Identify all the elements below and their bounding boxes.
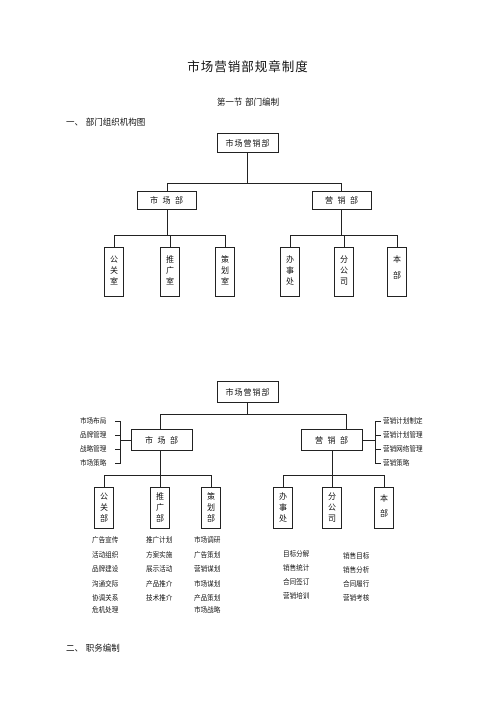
chart1-subsidiary-box: 分公司 [334,247,354,297]
section-title: 第一节 部门编制 [216,98,280,108]
chart2-root-box: 市场营销部 [217,381,279,403]
chart1-sales-dept-box: 营 销 部 [312,191,372,210]
document-title: 市场营销部规章制度 [187,59,309,74]
duty-brand-management: 品牌管理 [80,431,107,439]
duty-list-pr: 广告宣传活动组织品牌建设沟通交际协调关系危机处理 [92,536,119,614]
duty-sales-network-management: 营销网络管理 [383,445,423,453]
duty-sales-plan-management: 营销计划管理 [383,431,423,439]
chart1-promotion-office-box: 推广室 [160,247,180,297]
chart1-market-dept-box: 市 场 部 [137,191,197,210]
chart1-planning-office-box: 策划室 [215,247,235,297]
duty-list-branch-office: 目标分解销售统计合同签订营销培训 [283,550,310,600]
chart1-pr-office-box: 公关室 [104,247,124,297]
chart2-subsidiary-box: 分公司 [322,487,342,529]
chart2-sales-dept-box: 营 销 部 [301,429,363,451]
chart2-market-dept-box: 市 场 部 [131,429,193,451]
chart2-planning-dept-box: 策划部 [201,487,221,529]
chart1-root-box: 市场营销部 [217,133,279,153]
chart1-headquarters-box: 本部 [387,247,407,297]
duty-list-planning: 市场调研广告策划营销谋划市场谋划产品策划市场战略 [194,536,221,614]
chart2-branch-office-box: 办事处 [273,487,293,529]
duty-list-promotion: 推广计划方案实施展示活动产品推介技术推介 [146,536,173,602]
duty-list-subsidiary: 销售目标销售分析合同履行营销考核 [343,552,370,602]
chart2-headquarters-box: 本部 [374,487,394,529]
duty-market-strategy: 市场策略 [80,459,107,467]
heading-job-establishment: 二、 职务编制 [66,644,120,654]
heading-org-chart: 一、 部门组织机构图 [66,118,146,128]
chart2-pr-dept-box: 公关部 [94,487,114,529]
duty-strategy-management: 战略管理 [80,445,107,453]
duty-sales-plan-making: 营销计划制定 [383,417,423,425]
duty-sales-strategy: 营销策略 [383,459,410,467]
duty-market-layout: 市场布局 [80,417,107,425]
chart2-promotion-dept-box: 推广部 [150,487,170,529]
chart1-branch-office-box: 办事处 [280,247,300,297]
